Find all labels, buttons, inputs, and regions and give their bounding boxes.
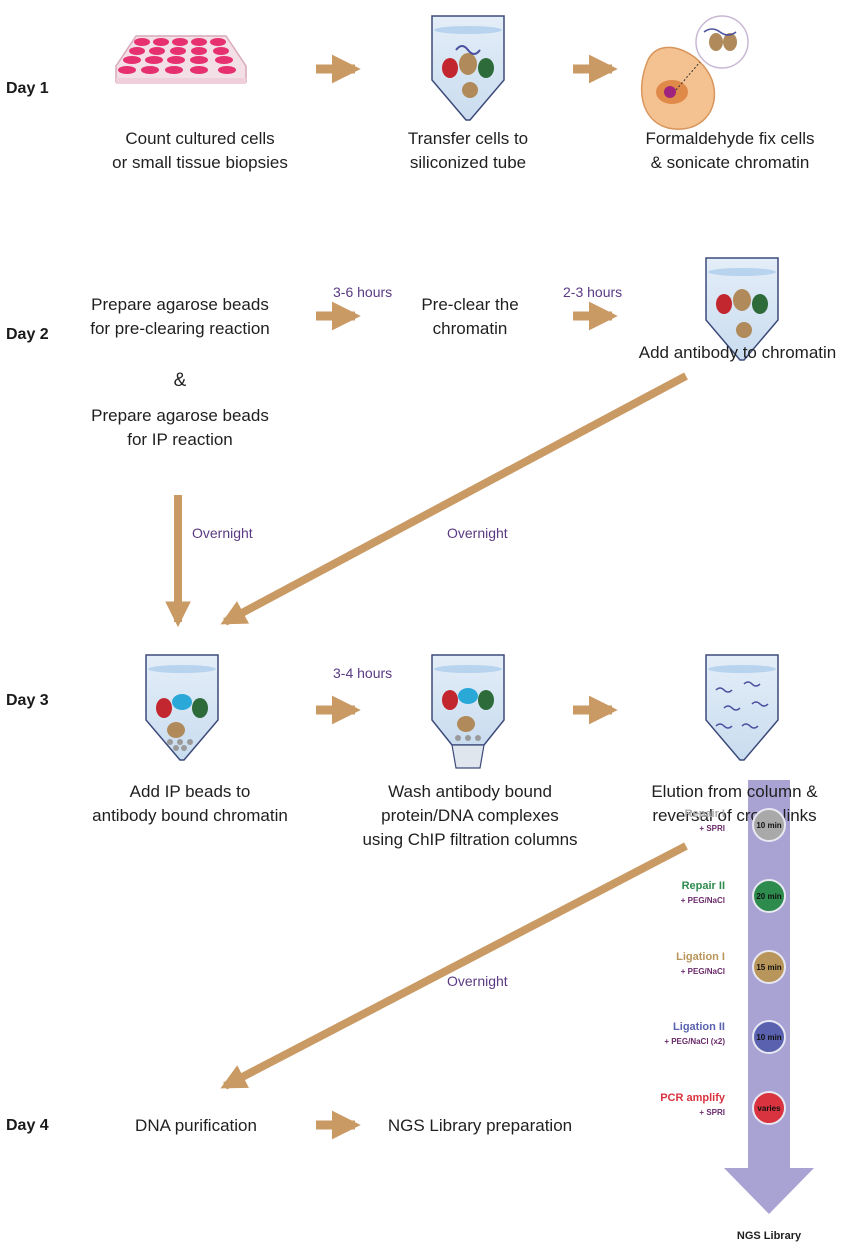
pipeline-step-name: PCR amplify [660,1092,725,1104]
well-plate-icon [115,35,247,84]
time-badge-repair-i: 10 min [752,808,786,842]
time-badge-pcr-amplify: varies [752,1091,786,1125]
duration-overnight-day4: Overnight [447,973,508,989]
duration-overnight-diagonal: Overnight [447,525,508,541]
day-3-label: Day 3 [6,692,49,709]
duration-2-3-hours: 2-3 hours [563,284,623,300]
pipeline-step-reagent: + SPRI [699,824,725,833]
tube-ip-beads-icon [145,654,219,761]
step-transfer-cells: Transfer cells to siliconized tube [407,129,529,172]
step-fix-sonicate: Formaldehyde fix cells & sonicate chroma… [645,129,815,172]
pipeline-step-name: Ligation I [676,951,725,963]
ampersand: & [173,370,187,391]
filter-column-icon [431,654,505,769]
arrow-diag-1 [220,372,688,626]
step-prepare-preclear-beads: Prepare agarose beads for pre-clearing r… [90,295,270,338]
step-preclear-chromatin: Pre-clear the chromatin [421,295,519,338]
time-badge-ligation-ii: 10 min [752,1020,786,1054]
pipeline-step-pcr-amplify: PCR amplify + SPRI [585,1092,725,1117]
step-prepare-ip-beads: Prepare agarose beads for IP reaction [91,406,269,449]
pipeline-step-name: Repair I [684,808,725,820]
pipeline-step-repair-ii: Repair II + PEG/NaCl [585,880,725,905]
pipeline-step-name: Repair II [681,880,725,892]
step-ngs-library-preparation: NGS Library preparation [387,1116,573,1135]
day-4-label: Day 4 [6,1117,49,1134]
pipeline-step-name: Ligation II [673,1021,725,1033]
pipeline-step-ligation-ii: Ligation II + PEG/NaCl (x2) [585,1021,725,1046]
flow-arrows [165,54,688,1140]
step-add-antibody: Add antibody to chromatin [638,343,837,362]
pipeline-step-reagent: + PEG/NaCl (x2) [664,1037,725,1046]
tube-icon [431,15,505,121]
tube-dna-icon [705,654,779,761]
step-count-cells: Count cultured cells or small tissue bio… [112,129,288,172]
duration-3-4-hours: 3-4 hours [333,665,393,681]
pipeline-step-ligation-i: Ligation I + PEG/NaCl [585,951,725,976]
day-1-label: Day 1 [6,80,49,97]
pipeline-step-repair-i: Repair I + SPRI [585,808,725,833]
ngs-library-output: NGS Library [736,1230,802,1242]
duration-3-6-hours: 3-6 hours [333,284,393,300]
pipeline-arrow [724,780,814,1214]
tube-beads-icon [705,257,779,361]
step-wash-complexes: Wash antibody bound protein/DNA complexe… [362,782,578,849]
time-badge-repair-ii: 20 min [752,879,786,913]
pipeline-step-reagent: + PEG/NaCl [680,896,725,905]
pipeline-step-reagent: + SPRI [699,1108,725,1117]
step-add-ip-beads: Add IP beads to antibody bound chromatin [92,782,288,825]
duration-overnight-left: Overnight [192,525,253,541]
cell-icon [640,15,749,130]
arrow-diag-2 [220,842,688,1090]
time-badge-ligation-i: 15 min [752,950,786,984]
day-2-label: Day 2 [6,326,49,343]
pipeline-step-reagent: + PEG/NaCl [680,967,725,976]
step-dna-purification: DNA purification [135,1116,257,1135]
